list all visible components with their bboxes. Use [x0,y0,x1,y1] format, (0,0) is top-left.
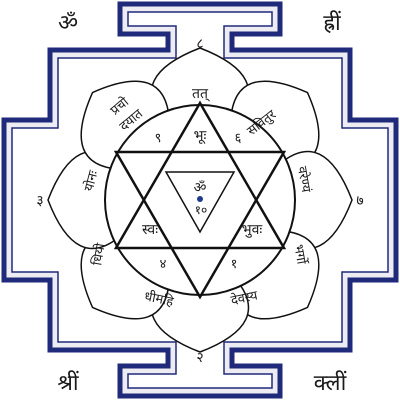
hexagram-number-top-right: ६ [235,131,242,146]
gate-number-bottom: २ [196,350,203,366]
petal-word-right-upper: वरेण्यं [294,165,314,194]
center-number: १० [195,203,207,217]
lotus-petal [80,80,171,171]
bindu-dot [197,196,203,202]
gate-number-right: ७ [356,193,363,209]
corner-bottom-left: श्रीं [57,370,79,396]
petal-word-bottom-left: धीमहि [143,288,176,310]
petal-word-top: तत् [192,86,210,102]
center-om: ॐ [194,180,207,196]
hexagram-word-left: स्वः [142,222,159,238]
lotus-petals [47,47,353,353]
hexagram-number-top-left: ९ [155,131,162,146]
petal-word-bottom-right: देवस्य [229,287,259,308]
hexagram-number-bottom-right: १ [231,257,238,272]
hexagram-up-triangle [113,100,287,250]
corner-top-left: ॐ [58,11,78,36]
center-triangle [164,171,236,234]
corner-top-right: ह्रीं [323,10,341,36]
hexagram-number-bottom-left: ४ [160,257,167,272]
hexagram-word-top: भूः [194,128,208,144]
hexagram-down-triangle [113,150,287,300]
gate-number-top: ८ [196,36,203,52]
petal-word-left-lower: धियो [89,241,109,266]
petal-word-left-upper: योनः [81,169,102,194]
gate-number-left: ३ [36,193,43,209]
hexagram-word-right: भुवः [242,222,264,238]
corner-bottom-right: क्लीं [314,370,347,396]
petal-word-right-lower: भर्गो [290,243,309,266]
